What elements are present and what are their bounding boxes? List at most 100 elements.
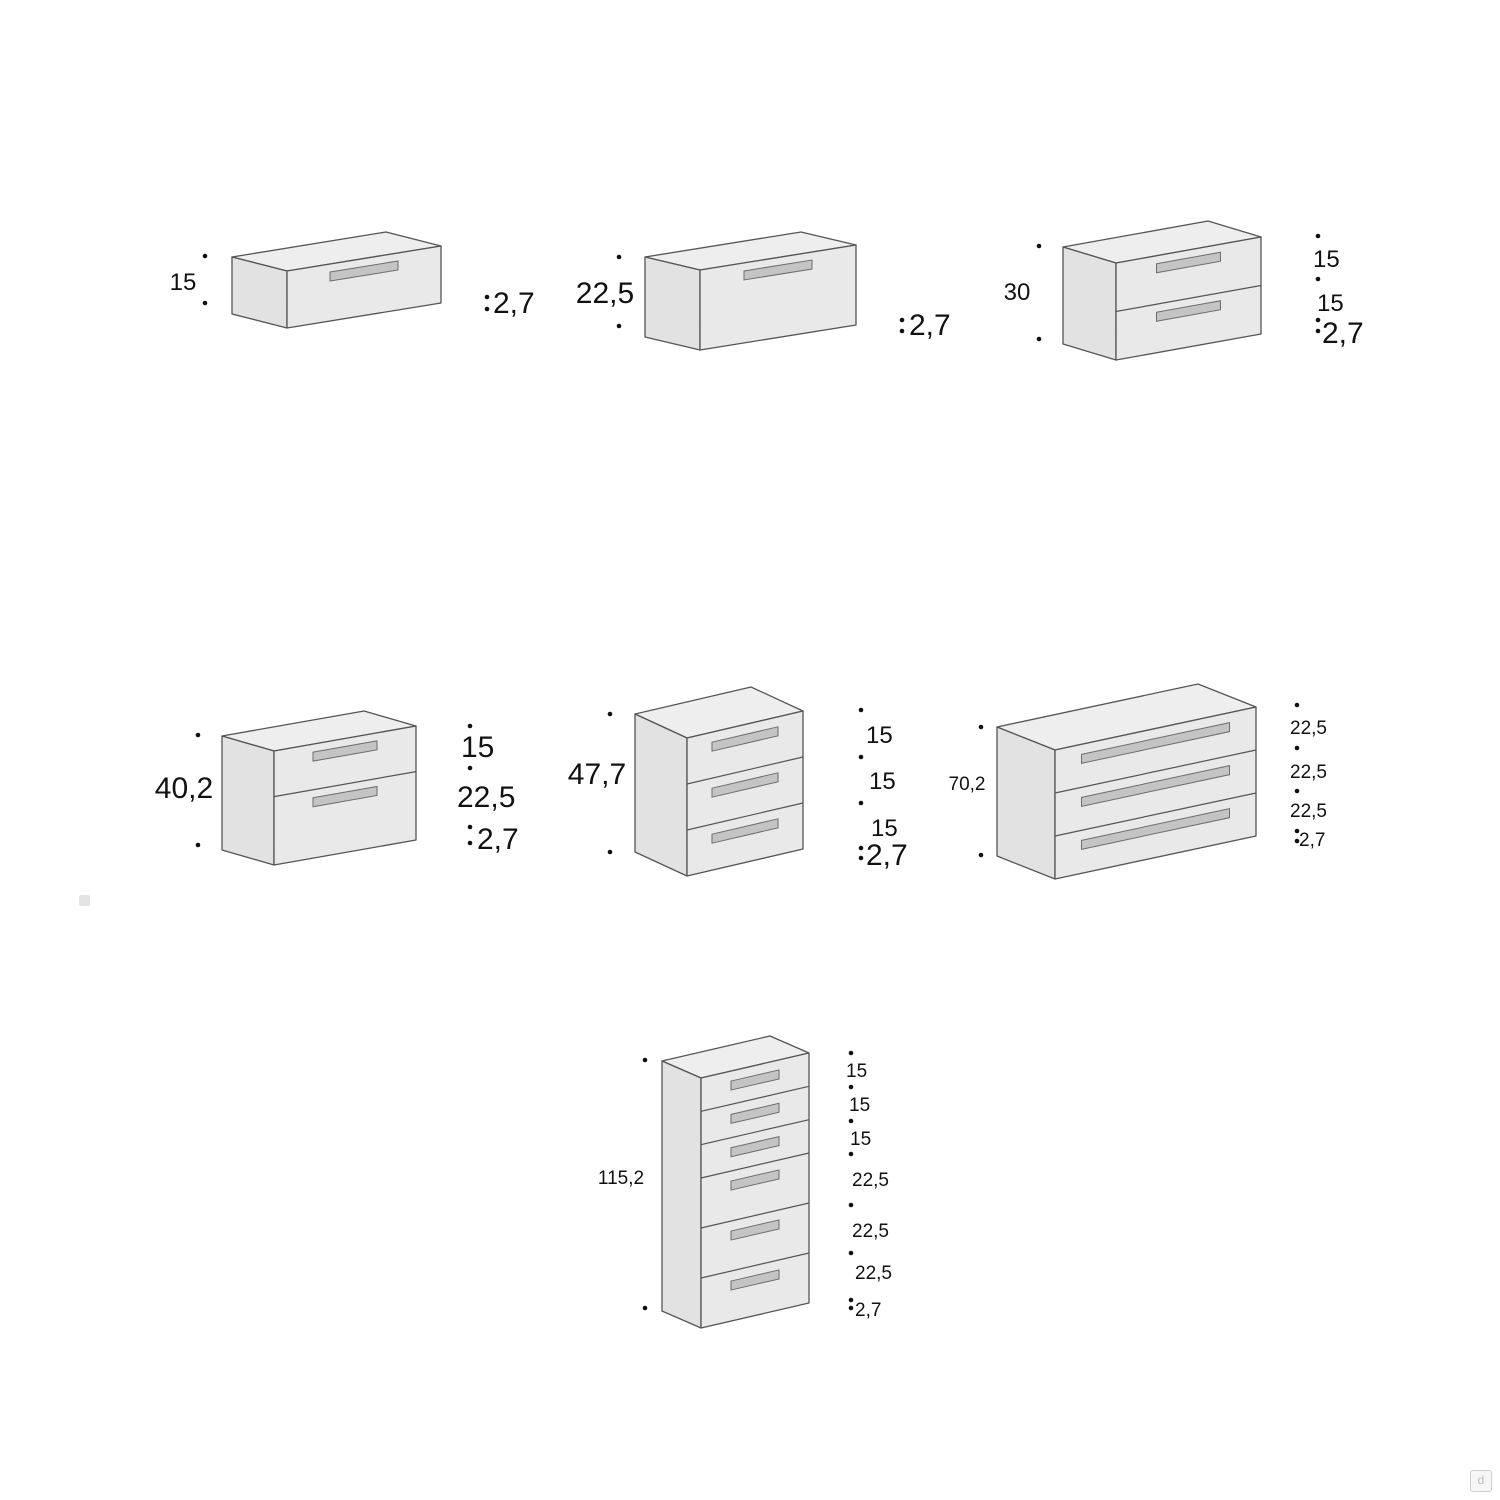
dimension-dot bbox=[1315, 233, 1321, 239]
dimension-dot bbox=[1315, 328, 1321, 334]
drawer-divider bbox=[700, 1152, 810, 1179]
dimension-dot bbox=[1315, 317, 1321, 323]
dimension-dot bbox=[642, 1057, 648, 1063]
drawer-divider bbox=[1054, 749, 1257, 794]
dimension-dot bbox=[848, 1050, 854, 1056]
dimension-dot bbox=[848, 1202, 854, 1208]
drawer-handle bbox=[312, 785, 378, 808]
dimension-dot bbox=[899, 317, 905, 323]
total-height-label: 30 bbox=[1004, 279, 1031, 306]
base-height-label: 2,7 bbox=[855, 1300, 881, 1321]
drawer-handle bbox=[711, 772, 779, 798]
dimension-dot bbox=[467, 840, 473, 846]
side-face bbox=[644, 256, 701, 351]
total-height-label: 70,2 bbox=[949, 774, 986, 795]
dimension-dot bbox=[978, 724, 984, 730]
dimension-dot bbox=[858, 707, 864, 713]
drawer-divider bbox=[1115, 284, 1262, 313]
drawer-height-label: 15 bbox=[869, 768, 896, 795]
dimension-dot bbox=[616, 323, 622, 329]
stray-mark bbox=[79, 895, 90, 906]
drawer-handle bbox=[312, 740, 378, 762]
drawer-divider bbox=[700, 1085, 810, 1112]
dimension-dot bbox=[1294, 788, 1300, 794]
dimension-dot bbox=[848, 1084, 854, 1090]
dimension-dot bbox=[467, 723, 473, 729]
front-face bbox=[286, 245, 442, 329]
dimension-dot bbox=[848, 1118, 854, 1124]
drawer-handle bbox=[730, 1102, 780, 1125]
drawer-handle bbox=[329, 260, 399, 282]
front-face bbox=[699, 244, 857, 351]
drawer-handle bbox=[1156, 251, 1221, 274]
front-face bbox=[700, 1052, 810, 1329]
base-height-label: 2,7 bbox=[1299, 830, 1325, 851]
drawer-divider bbox=[686, 756, 804, 785]
dimension-dot bbox=[848, 1297, 854, 1303]
drawer-handle bbox=[1081, 765, 1230, 807]
total-height-label: 47,7 bbox=[568, 758, 626, 791]
dimension-dot bbox=[607, 711, 613, 717]
dimension-dot bbox=[858, 754, 864, 760]
drawer-height-label: 22,5 bbox=[1290, 801, 1327, 822]
base-height-label: 2,7 bbox=[866, 839, 908, 872]
dimension-dot bbox=[848, 1305, 854, 1311]
dimension-dot bbox=[202, 253, 208, 259]
total-height-label: 40,2 bbox=[155, 772, 213, 805]
unit-1-drawer-22: 22,5 2,7 bbox=[576, 231, 951, 351]
dimension-dot bbox=[978, 852, 984, 858]
drawer-height-label: 15 bbox=[1313, 246, 1340, 273]
drawer-divider bbox=[273, 771, 417, 798]
drawer-handle bbox=[730, 1135, 780, 1158]
unit-1-drawer-15: 152,7 bbox=[170, 231, 535, 329]
drawer-handle bbox=[711, 818, 779, 844]
dimension-dot bbox=[195, 732, 201, 738]
side-face bbox=[1062, 246, 1117, 361]
dimension-dot bbox=[642, 1305, 648, 1311]
dimension-dot bbox=[484, 294, 490, 300]
drawer-height-label: 22,5 bbox=[852, 1221, 889, 1242]
total-height-label: 15 bbox=[170, 269, 197, 296]
dimension-dot bbox=[1036, 243, 1042, 249]
watermark-badge-icon: d bbox=[1470, 1470, 1492, 1492]
drawer-divider bbox=[700, 1202, 810, 1229]
dimension-dot bbox=[467, 765, 473, 771]
drawer-handle bbox=[1156, 300, 1221, 322]
side-face bbox=[996, 726, 1056, 880]
dimension-dot bbox=[1294, 702, 1300, 708]
drawer-divider bbox=[700, 1119, 810, 1146]
side-face bbox=[634, 713, 688, 877]
drawer-handle bbox=[1081, 722, 1230, 764]
drawer-handle bbox=[711, 726, 779, 752]
dimension-dot bbox=[607, 849, 613, 855]
dimension-dot bbox=[858, 800, 864, 806]
dimension-dot bbox=[616, 254, 622, 260]
drawer-height-label: 22,5 bbox=[1290, 762, 1327, 783]
side-face bbox=[661, 1060, 702, 1329]
dimension-dot bbox=[467, 824, 473, 830]
dimension-dot bbox=[899, 328, 905, 334]
total-height-label: 22,5 bbox=[576, 277, 634, 310]
dimension-dot bbox=[1315, 276, 1321, 282]
drawer-height-label: 15 bbox=[846, 1061, 867, 1082]
drawer-height-label: 22,5 bbox=[852, 1170, 889, 1191]
base-height-label: 2,7 bbox=[493, 287, 535, 320]
drawer-height-label: 22,5 bbox=[855, 1263, 892, 1284]
dimension-dot bbox=[1294, 828, 1300, 834]
drawer-handle bbox=[743, 259, 813, 281]
dimension-dot bbox=[1294, 745, 1300, 751]
drawer-height-label: 15 bbox=[461, 731, 494, 764]
drawer-height-label: 22,5 bbox=[1290, 718, 1327, 739]
drawer-handle bbox=[1081, 808, 1230, 850]
base-height-label: 2,7 bbox=[909, 309, 951, 342]
drawer-height-label: 15 bbox=[850, 1129, 871, 1150]
drawer-divider bbox=[686, 802, 804, 831]
dimension-dot bbox=[858, 855, 864, 861]
drawer-handle bbox=[730, 1269, 780, 1291]
dimension-dot bbox=[202, 300, 208, 306]
drawer-height-label: 22,5 bbox=[457, 781, 515, 814]
